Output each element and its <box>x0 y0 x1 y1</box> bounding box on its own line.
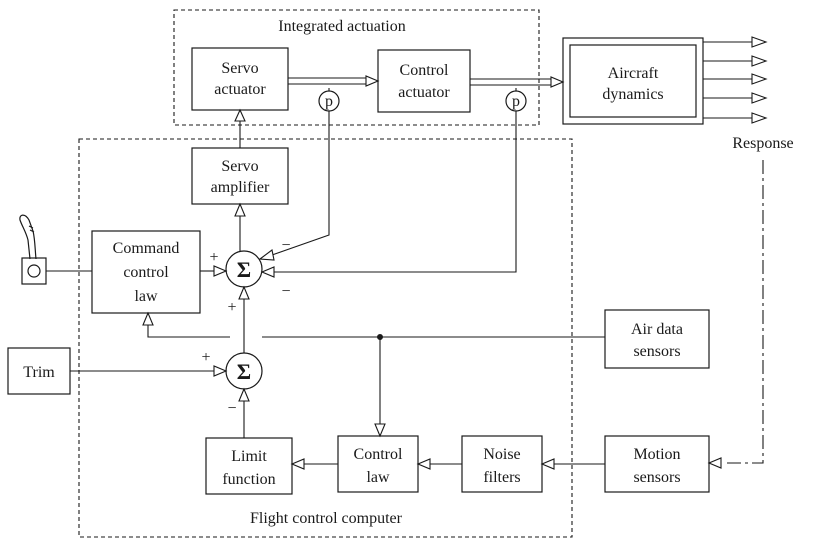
pickoff-control: p <box>505 88 527 112</box>
svg-text:Limit: Limit <box>231 448 267 465</box>
svg-text:actuator: actuator <box>398 84 450 101</box>
sensors-to-filters-arrow <box>540 458 555 470</box>
sum2-left-sign: + <box>201 349 210 366</box>
motion-sensors-input-arrow <box>707 457 722 469</box>
air-data-to-command-wire <box>147 324 230 338</box>
command-to-sum-arrow <box>213 265 228 277</box>
svg-text:Control: Control <box>400 62 449 79</box>
response-feedback-line <box>725 160 764 464</box>
svg-text:Motion: Motion <box>633 446 680 463</box>
svg-text:sensors: sensors <box>633 469 680 486</box>
svg-text:Σ: Σ <box>237 257 251 282</box>
sum1-upper-right-sign: − <box>281 237 290 254</box>
summing-junction-lower: Σ <box>225 352 263 390</box>
noise-filters-block: Noise filters <box>461 435 543 493</box>
svg-text:Control: Control <box>354 446 403 463</box>
servo-pickoff-feedback-arrow <box>258 249 275 261</box>
control-pickoff-feedback-arrow <box>260 266 275 278</box>
control-law-to-limit-arrow <box>290 458 305 470</box>
limit-function-block: Limit function <box>205 437 293 495</box>
command-control-law-block: Command control law <box>91 230 201 314</box>
control-pickoff-feedback-wire <box>274 111 517 273</box>
control-law-block: Control law <box>337 435 419 493</box>
trim-to-sum-arrow <box>213 365 228 377</box>
svg-text:dynamics: dynamics <box>602 86 663 103</box>
pickoff-servo: p <box>318 88 340 112</box>
amp-to-servo-arrow <box>234 108 246 122</box>
flight-control-computer-label: Flight control computer <box>250 510 403 527</box>
air-data-sensors-block: Air data sensors <box>604 309 710 369</box>
svg-text:control: control <box>123 264 169 281</box>
svg-text:Servo: Servo <box>221 60 258 77</box>
trim-block: Trim <box>7 347 71 395</box>
aircraft-dynamics-block: Aircraft dynamics <box>562 37 704 125</box>
summing-junction-upper: Σ <box>225 250 263 288</box>
control-stick-icon <box>19 214 47 285</box>
sum2-to-sum1-arrow <box>238 285 250 300</box>
svg-text:filters: filters <box>483 469 520 486</box>
control-actuator-block: Control actuator <box>377 49 471 113</box>
svg-text:amplifier: amplifier <box>211 179 270 196</box>
svg-text:law: law <box>134 288 158 305</box>
svg-text:p: p <box>325 93 333 110</box>
svg-text:Trim: Trim <box>23 364 55 381</box>
integrated-actuation-label: Integrated actuation <box>278 18 406 35</box>
svg-text:Air data: Air data <box>631 321 683 338</box>
sum1-bottom-sign: + <box>227 299 236 316</box>
air-data-to-command-arrow <box>142 311 154 326</box>
svg-text:Noise: Noise <box>483 446 520 463</box>
svg-text:sensors: sensors <box>633 343 680 360</box>
svg-text:Σ: Σ <box>237 359 251 384</box>
sum1-left-sign: + <box>209 249 218 266</box>
svg-text:Servo: Servo <box>221 158 258 175</box>
air-data-to-control-law-arrow <box>374 423 386 438</box>
flight-control-computer-group <box>78 138 573 538</box>
svg-text:p: p <box>512 93 520 110</box>
sum-to-amp-arrow <box>234 202 246 217</box>
motion-sensors-block: Motion sensors <box>604 435 710 493</box>
response-label: Response <box>732 135 793 152</box>
servo-to-control-actuator-link <box>288 75 380 87</box>
servo-pickoff-feedback-wire <box>271 111 330 256</box>
integrated-actuation-group <box>173 9 540 126</box>
servo-actuator-block: Servo actuator <box>191 47 289 111</box>
svg-text:function: function <box>222 471 275 488</box>
sum2-bottom-sign: − <box>227 400 236 417</box>
svg-text:Aircraft: Aircraft <box>608 65 659 82</box>
svg-text:actuator: actuator <box>214 81 266 98</box>
servo-amplifier-block: Servo amplifier <box>191 147 289 205</box>
filters-to-control-law-arrow <box>416 458 431 470</box>
svg-text:Command: Command <box>113 240 180 257</box>
response-output-arrows <box>703 36 768 124</box>
control-actuator-to-dynamics-link <box>470 76 565 88</box>
svg-text:law: law <box>366 469 390 486</box>
sum1-lower-right-sign: − <box>281 283 290 300</box>
limit-to-sum-arrow <box>238 387 250 402</box>
